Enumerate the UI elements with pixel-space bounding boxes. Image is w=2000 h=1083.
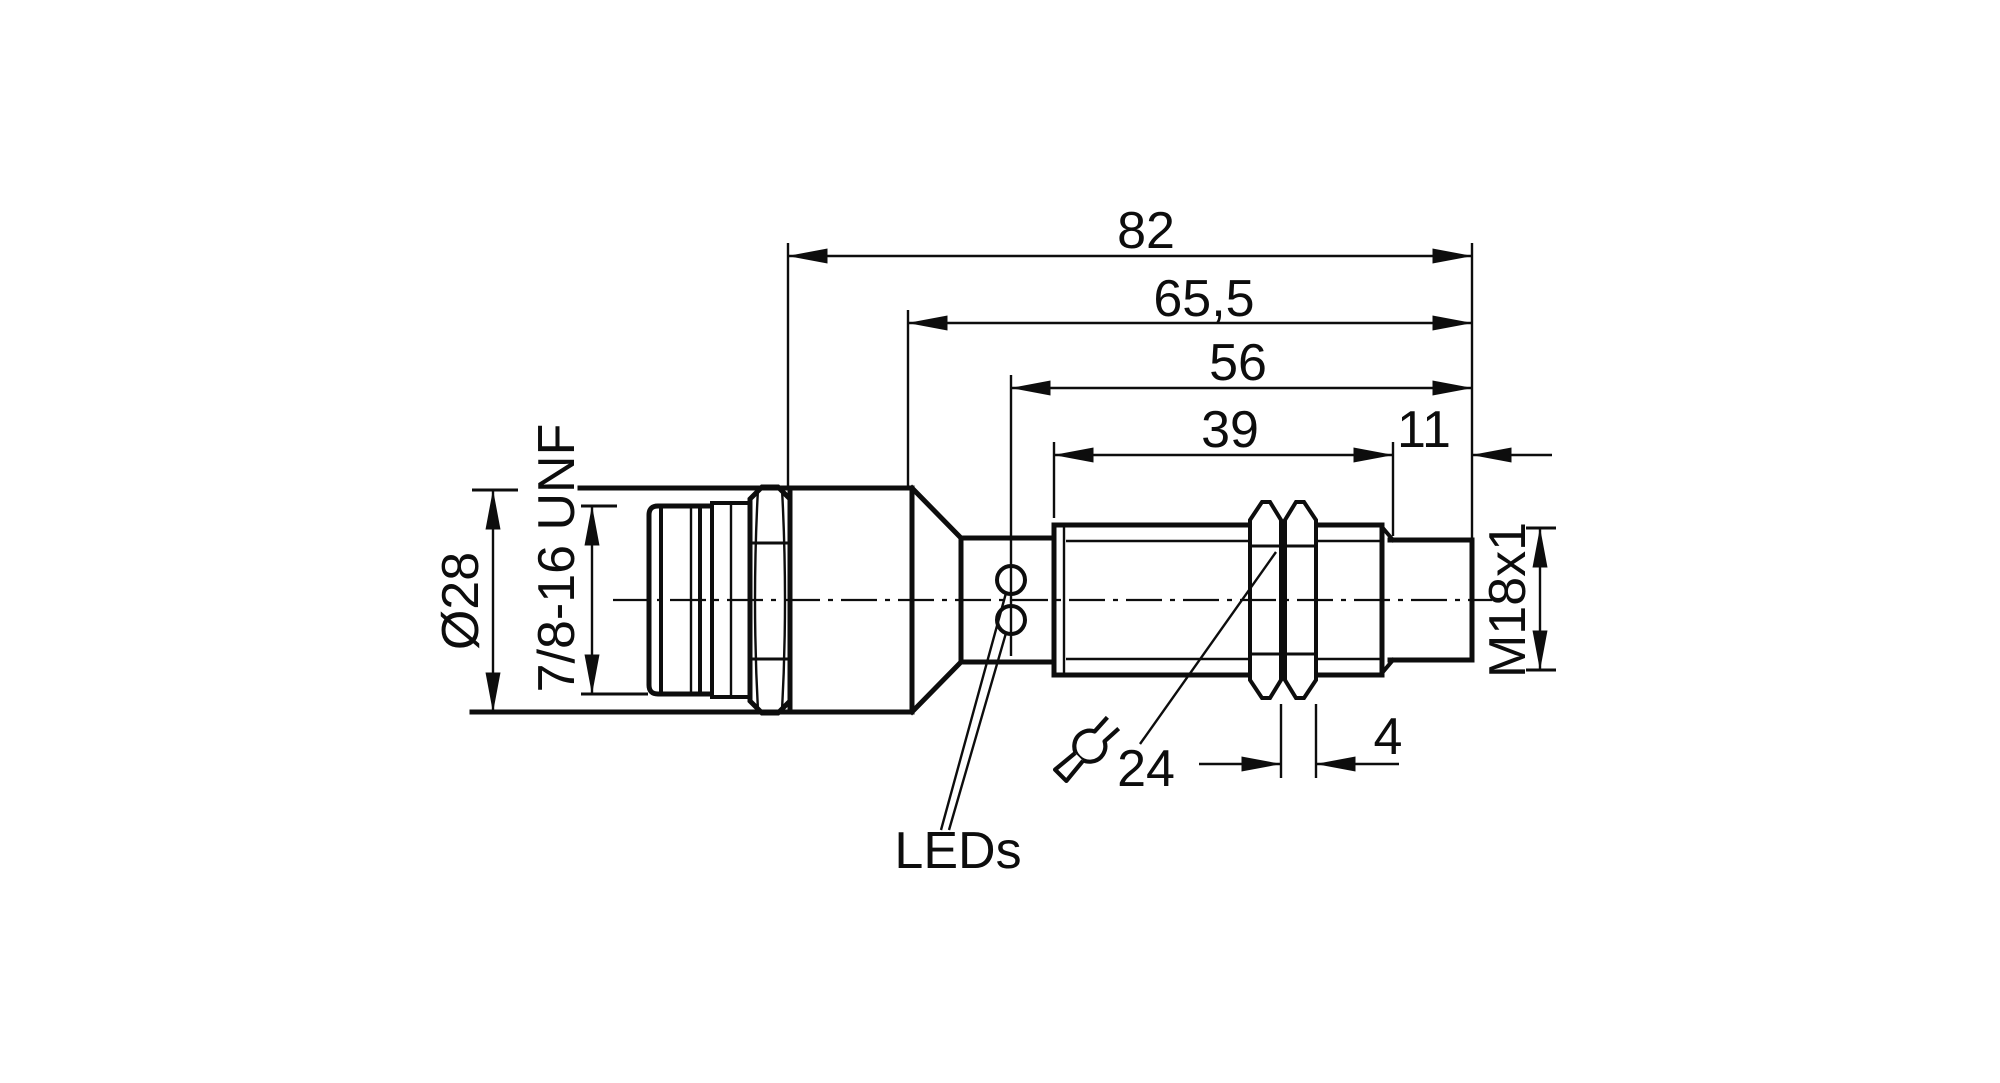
led-callout: LEDs [894,592,1022,880]
wrench-callout: 24 [1052,551,1277,798]
dimension-length-without-connector: 65,5 [906,270,1473,486]
dim-label-d28: Ø28 [432,552,490,650]
dim-label-39: 39 [1201,401,1259,459]
led-label: LEDs [894,822,1021,880]
dim-label-65-5: 65,5 [1153,270,1254,328]
neck-edges [958,535,1057,665]
dimension-barrel-thread: M18x1 [1479,522,1556,678]
dimension-thread-length: 39 [1052,401,1395,536]
sensor-body [469,484,1475,716]
led-leader-lines [939,592,1008,831]
wrench-icon [1052,715,1121,784]
dimension-length-to-leds: 56 [1009,334,1473,656]
thread-minor-lines [1066,539,1382,661]
dim-label-unf: 7/8-16 UNF [528,424,586,693]
dimension-connector-thread: 7/8-16 UNF [528,424,648,696]
dimensions: 82 65,5 56 39 11 4 [432,202,1556,778]
dimension-nut-width: 4 [1199,704,1402,778]
hex-nut-left-facets [1250,544,1281,656]
barrel-edges [1051,522,1385,678]
dim-label-82: 82 [1117,202,1175,260]
hex-nut-right-facets [1285,544,1316,656]
cone-and-neck [908,484,1057,716]
wrench-size-label: 24 [1117,740,1175,798]
annotations: LEDs 24 [894,551,1277,880]
dim-label-m18x1: M18x1 [1479,522,1537,678]
wrench-leader-line [1139,551,1277,745]
dimension-tip-length: 11 [1397,401,1552,463]
dimension-housing-diameter: Ø28 [432,489,501,713]
dim-label-56: 56 [1209,334,1267,392]
dim-label-4: 4 [1374,708,1403,766]
dim-label-11: 11 [1397,401,1451,459]
